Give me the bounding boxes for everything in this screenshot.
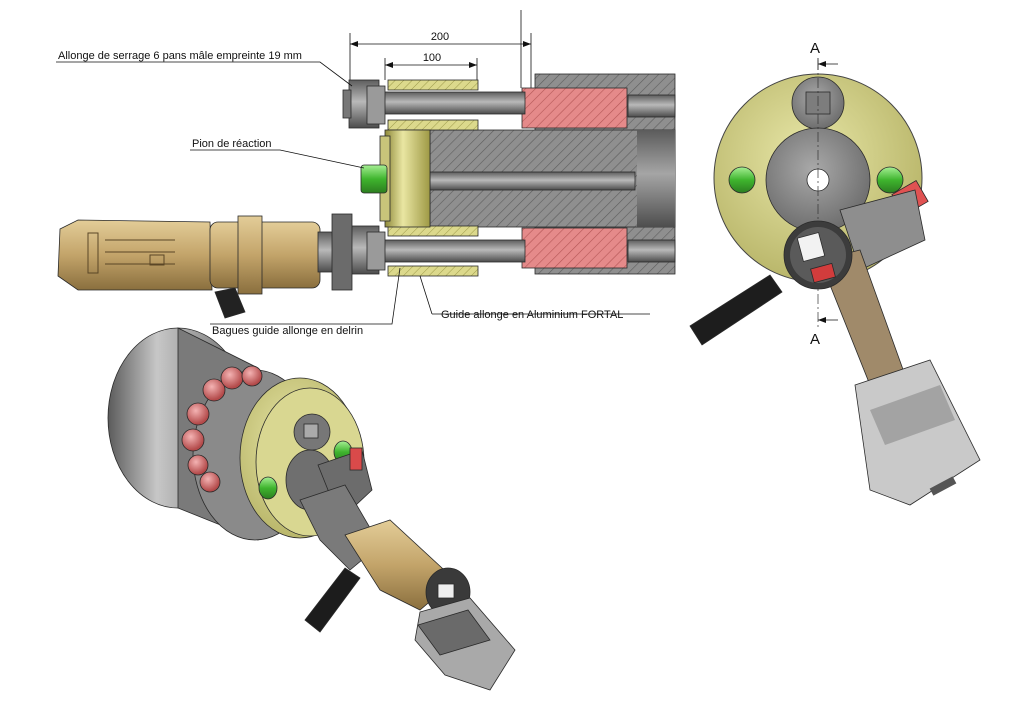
- dim-100-text: 100: [423, 52, 441, 64]
- end-view: A: [689, 40, 981, 506]
- power-tool-side: [57, 213, 353, 319]
- end-view-tool: [689, 189, 981, 506]
- red-nut-section: [521, 87, 628, 269]
- delrin-rings: [387, 79, 479, 277]
- label-bagues: Bagues guide allonge en delrin: [212, 325, 363, 337]
- label-pion: Pion de réaction: [192, 138, 272, 150]
- dimension-200: 200: [349, 10, 532, 88]
- housing-section: [429, 73, 676, 275]
- iso-view: [107, 327, 516, 691]
- label-guide: Guide allonge en Aluminium FORTAL: [441, 309, 623, 321]
- label-allonge: Allonge de serrage 6 pans mâle empreinte…: [58, 50, 302, 62]
- reaction-pin: [360, 164, 388, 194]
- aluminium-guide: [379, 129, 431, 228]
- leader-lines: [56, 61, 650, 325]
- section-mark-top: A: [810, 40, 820, 57]
- iso-red-nuts: [181, 365, 263, 493]
- section-view: 200 100: [56, 10, 676, 337]
- section-mark-bottom: A: [810, 331, 820, 348]
- extension-shafts: [342, 79, 526, 275]
- dimension-100: 100: [384, 52, 478, 80]
- dim-200-text: 200: [431, 31, 449, 43]
